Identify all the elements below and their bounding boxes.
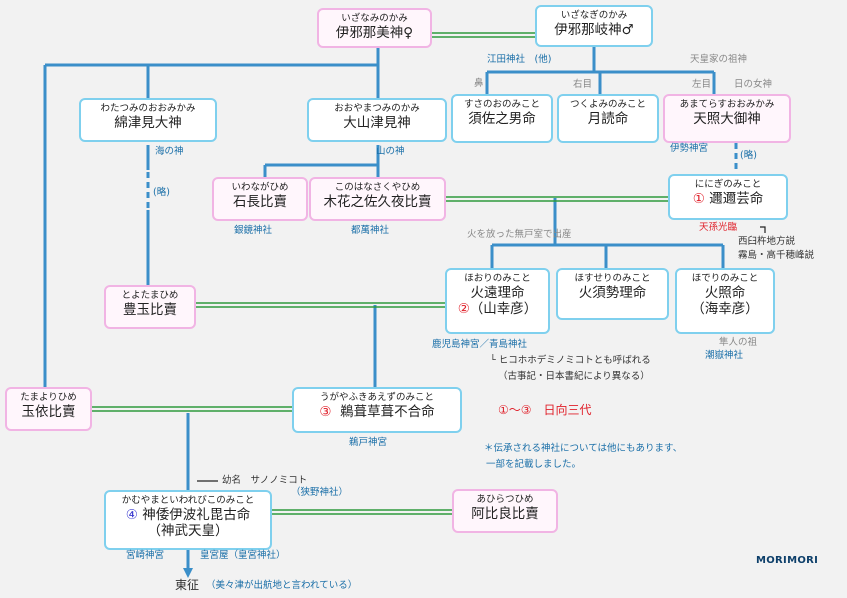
morimori-logo: MORIMORI — [756, 555, 819, 566]
label-tenno-sojin: 天皇家の祖神 — [690, 54, 748, 65]
label-hinomegami: 日の女神 — [734, 79, 773, 90]
ninigi-number: ① — [692, 191, 705, 207]
node-tsukuyomi: つくよみのみこと 月読命 — [557, 94, 659, 143]
toyotama-ruby: とよたまひめ — [121, 290, 179, 301]
node-hoori: ほおりのみこと 火遠理命 ②（山幸彦） — [445, 268, 550, 334]
ahira-ruby: あひらつひめ — [476, 494, 534, 505]
label-mimitsu: （美々津が出航地と言われている） — [206, 580, 358, 591]
susanoo-ruby: すさのおのみこと — [463, 99, 540, 110]
hoori-name: 火遠理命 — [470, 285, 525, 301]
toyotama-name: 豊玉比賣 — [123, 302, 177, 318]
label-note-2: 一部を記載しました。 — [486, 459, 582, 470]
label-kogu: 皇宮屋（皇宮神社） — [200, 550, 286, 561]
watatsumi-name: 綿津見大神 — [114, 115, 182, 131]
susanoo-name: 須佐之男命 — [468, 111, 536, 127]
node-hosuseri: ほすせりのみこと 火須勢理命 — [556, 268, 669, 320]
label-tosei: 東征 — [175, 578, 200, 592]
hoderi-ruby: ほでりのみこと — [691, 273, 759, 284]
node-watatsumi: わたつみのおおみかみ 綿津見大神 — [79, 98, 217, 142]
jimmu-name: 神倭伊波礼毘古命 — [142, 507, 251, 523]
label-hidarime: 左目 — [692, 79, 712, 90]
label-yamanokami: 山の神 — [376, 146, 405, 157]
izanagi-name: 伊邪那岐神♂ — [554, 22, 634, 38]
node-izanagi: いざなぎのかみ 伊邪那岐神♂ — [535, 5, 653, 47]
node-ugaya: うがやふきあえずのみこと ③ 鵜葺草葺不合命 — [292, 387, 462, 433]
node-amaterasu: あまてらすおおみかみ 天照大御神 — [663, 94, 791, 143]
label-uminokami: 海の神 — [155, 146, 184, 157]
node-konohana: このはなさくやひめ 木花之佐久夜比賣 — [309, 177, 446, 221]
label-nishiusuki: 西臼杵地方説 — [738, 236, 796, 247]
ugaya-name: 鵜葺草葺不合命 — [340, 404, 435, 420]
node-susanoo: すさのおのみこと 須佐之男命 — [451, 94, 553, 143]
ahira-name: 阿比良比賣 — [471, 506, 539, 522]
label-kirishima: 霧島・高千穂峰説 — [738, 250, 815, 261]
amaterasu-name: 天照大御神 — [693, 111, 761, 127]
label-hayato: 隼人の祖 — [719, 337, 758, 348]
label-ryaku-1: (略) — [153, 187, 170, 198]
hoori-number: ② — [457, 301, 470, 317]
izanami-ruby: いざなみのかみ — [341, 13, 408, 24]
label-hinohanatta: 火を放った無戸室で出産 — [467, 229, 572, 240]
watatsumi-ruby: わたつみのおおみかみ — [100, 103, 196, 114]
node-izanami: いざなみのかみ 伊邪那美神♀ — [317, 8, 432, 48]
izanami-name: 伊邪那美神♀ — [335, 25, 414, 41]
ooyamatsumi-name: 大山津見神 — [343, 115, 411, 131]
label-ryaku-2: (略) — [740, 150, 757, 161]
tsukuyomi-name: 月読命 — [587, 111, 629, 127]
label-sano: （狭野神社） — [291, 487, 349, 498]
hoori-alias: （山幸彦） — [469, 301, 538, 317]
label-migime: 右目 — [573, 79, 593, 90]
ninigi-name: 邇邇芸命 — [709, 191, 764, 207]
label-hana: 鼻 — [474, 78, 484, 89]
label-udo: 鵜戸神宮 — [349, 437, 388, 448]
konohana-ruby: このはなさくやひめ — [334, 182, 421, 193]
node-ooyamatsumi: おおやまつみのかみ 大山津見神 — [307, 98, 447, 142]
izanagi-ruby: いざなぎのかみ — [560, 10, 628, 21]
iwanaga-ruby: いわながひめ — [231, 182, 289, 193]
jimmu-number: ④ — [125, 507, 138, 523]
jimmu-alias: （神武天皇） — [147, 523, 229, 539]
ninigi-ruby: ににぎのみこと — [694, 179, 762, 190]
label-isejingu: 伊勢神宮 — [670, 143, 709, 154]
amaterasu-ruby: あまてらすおおみかみ — [679, 99, 775, 110]
hoderi-name: 火照命 — [704, 285, 746, 301]
node-toyotama: とよたまひめ 豊玉比賣 — [104, 285, 196, 329]
ooyamatsumi-ruby: おおやまつみのかみ — [334, 103, 420, 114]
node-hoderi: ほでりのみこと 火照命 （海幸彦） — [675, 268, 775, 334]
hoori-ruby: ほおりのみこと — [464, 273, 531, 284]
label-shiota: 潮嶽神社 — [705, 350, 744, 361]
node-jimmu: かむやまといわれびこのみこと ④ 神倭伊波礼毘古命 （神武天皇） — [104, 490, 272, 550]
label-etajinja: 江田神社 (他) — [487, 54, 552, 65]
jimmu-ruby: かむやまといわれびこのみこと — [121, 495, 255, 506]
tamayori-name: 玉依比賣 — [21, 404, 76, 420]
label-kagoshima: 鹿児島神宮／青島神社 — [432, 339, 528, 350]
label-kojiki: （古事記・日本書紀により異なる） — [498, 371, 650, 382]
label-note-1: ＊伝承される神社については他にもあります、 — [484, 443, 683, 454]
node-tamayori: たまよりひめ 玉依比賣 — [5, 387, 92, 431]
hosuseri-name: 火須勢理命 — [578, 285, 647, 301]
node-iwanaga: いわながひめ 石長比賣 — [212, 177, 308, 221]
konohana-name: 木花之佐久夜比賣 — [323, 194, 432, 210]
label-hyuga-sandai: ①～③ 日向三代 — [498, 403, 592, 417]
label-osana: 幼名 サノノミコト — [222, 475, 308, 486]
label-tenson: 天孫光臨 — [699, 222, 738, 233]
label-miyazaki: 宮崎神宮 — [126, 550, 165, 561]
ugaya-ruby: うがやふきあえずのみこと — [319, 392, 434, 403]
node-ninigi: ににぎのみこと ① 邇邇芸命 — [668, 174, 788, 220]
iwanaga-name: 石長比賣 — [233, 194, 287, 210]
hoderi-alias: （海幸彦） — [691, 301, 759, 317]
tamayori-ruby: たまよりひめ — [20, 392, 77, 403]
node-ahira: あひらつひめ 阿比良比賣 — [452, 489, 558, 533]
label-tsuma: 都萬神社 — [351, 225, 390, 236]
tsukuyomi-ruby: つくよみのみこと — [569, 99, 646, 110]
label-ginkyo: 銀鏡神社 — [234, 225, 273, 236]
label-hikohohodemi: └ ヒコホホデミノミコトとも呼ばれる — [490, 355, 651, 366]
hosuseri-ruby: ほすせりのみこと — [574, 273, 651, 284]
ugaya-number: ③ — [319, 404, 332, 420]
